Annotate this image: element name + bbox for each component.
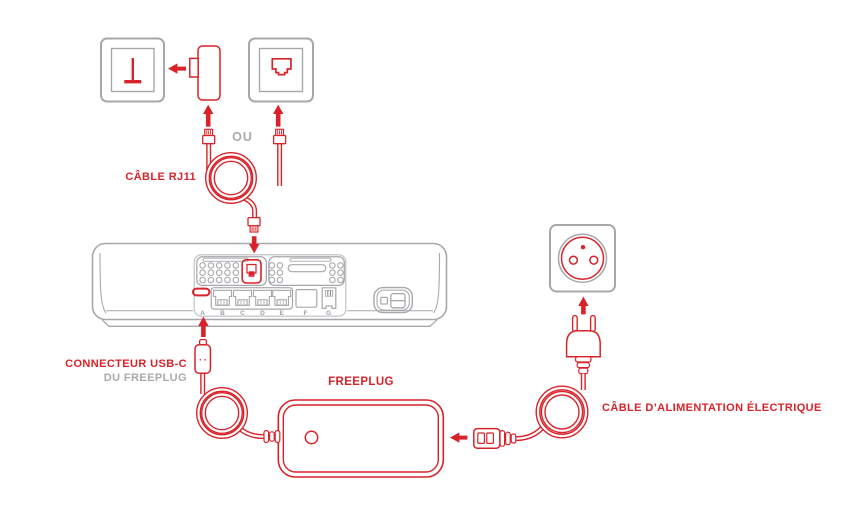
port-letter-e: E — [279, 309, 284, 317]
rj45-jack-icon — [271, 57, 292, 76]
ethernet-ports — [210, 287, 294, 310]
dti-wall-socket — [100, 37, 165, 103]
arrow-left-to-dti-icon — [168, 63, 186, 74]
vent-holes-right — [268, 262, 344, 284]
usbc-connector — [194, 338, 212, 374]
power-inlet — [373, 286, 413, 314]
port-letter-d: D — [260, 309, 265, 317]
rj11-cable-alt — [272, 128, 287, 186]
port-letter-g: G — [325, 309, 332, 317]
vent-panel-right — [268, 256, 345, 287]
earth-pin — [580, 245, 586, 250]
rj11-cable-label: CÂBLE RJ11 — [125, 171, 196, 183]
freebox-port-panel — [193, 254, 347, 317]
cable-strain-relief — [263, 430, 281, 444]
power-cable — [473, 314, 601, 449]
port-f — [295, 289, 318, 308]
freeplug-led — [304, 430, 319, 445]
freebox-stand — [101, 319, 438, 327]
arrow-up-to-usbc-port-icon — [198, 316, 209, 337]
port-letter-a: A — [200, 309, 205, 317]
rj11-cable — [202, 128, 261, 233]
vent-panel-left — [196, 256, 267, 287]
usbc-connector-label-line1: CONNECTEUR USB-C — [65, 358, 187, 370]
port-letter-c: C — [240, 309, 245, 317]
port-letter-f: F — [303, 309, 308, 317]
power-wall-outlet — [549, 224, 616, 293]
c7-connector — [473, 427, 517, 449]
arrow-up-to-adapter-icon — [203, 104, 214, 127]
rj11-jack-icon — [246, 263, 257, 277]
vent-holes-left — [199, 262, 240, 284]
power-cable-label: CÂBLE D’ALIMENTATION ÉLECTRIQUE — [602, 402, 822, 414]
rj11-port-highlighted — [241, 258, 262, 284]
arrow-left-to-freeplug-icon — [450, 432, 468, 443]
freeplug-device — [277, 399, 445, 478]
port-letter-b: B — [220, 309, 225, 317]
rj11-plug-top-right — [272, 128, 287, 145]
or-label: OU — [232, 129, 253, 144]
arrow-down-to-freebox-icon — [249, 236, 260, 254]
rj11-plug-top-left — [202, 128, 216, 145]
freeplug-label: FREEPLUG — [328, 375, 394, 388]
arrow-up-to-outlet-icon — [578, 296, 589, 315]
vent-slot — [287, 264, 327, 273]
rj11-plug-bottom — [247, 216, 261, 233]
arrow-up-to-rj45-socket-icon — [273, 104, 284, 127]
euro-plug — [565, 314, 601, 375]
freebox-server — [91, 242, 448, 327]
usbc-port-a — [192, 287, 211, 297]
rj45-wall-socket — [248, 37, 314, 103]
port-g — [321, 287, 337, 309]
dti-adapter — [189, 45, 221, 101]
t-socket-icon — [124, 58, 142, 84]
usbc-connector-label-line2: DU FREEPLUG — [103, 371, 187, 384]
usbc-cable — [194, 338, 281, 444]
